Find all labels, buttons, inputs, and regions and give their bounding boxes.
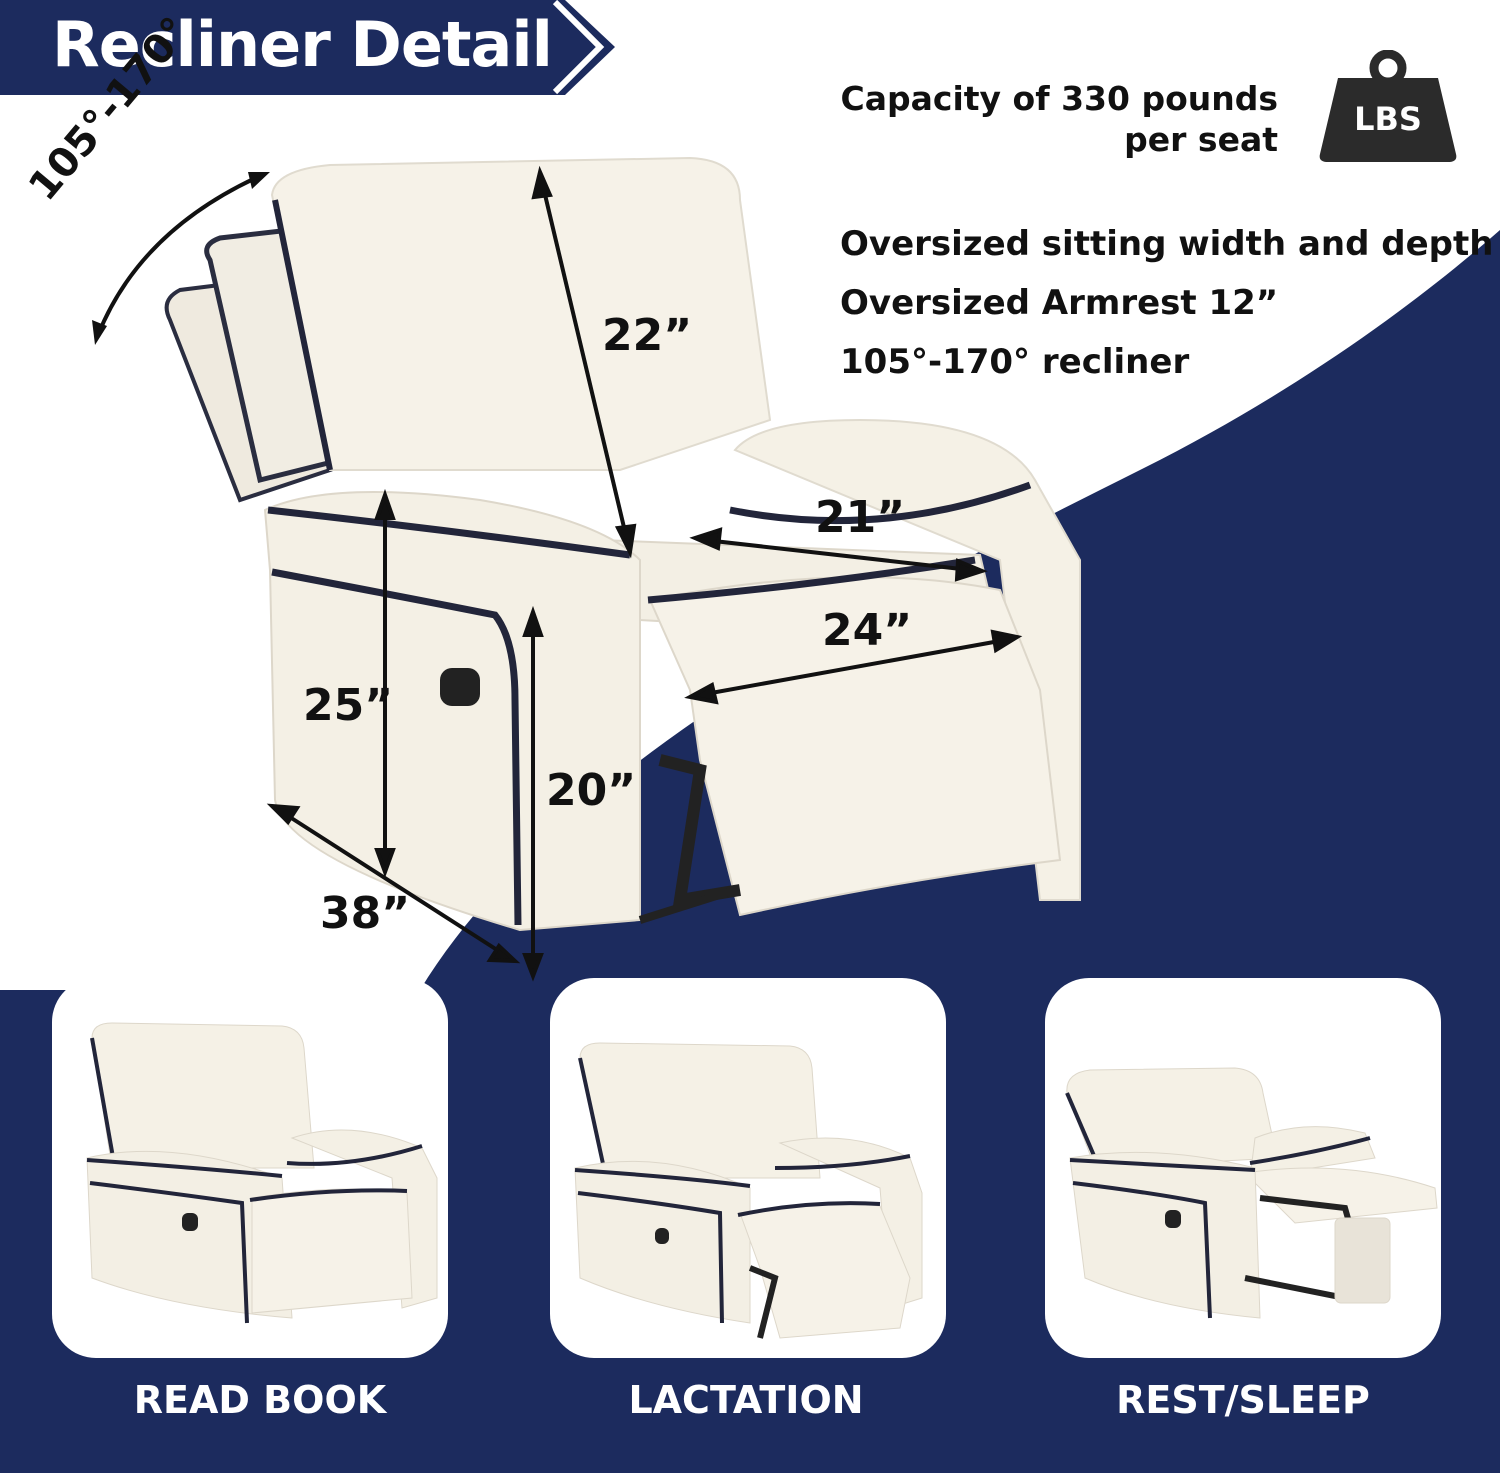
feature-item: 105°-170° recliner xyxy=(840,342,1190,382)
weight-icon-label: LBS xyxy=(1354,100,1422,138)
capacity-line-1: Capacity of 330 pounds xyxy=(840,79,1278,118)
recliner-main-image xyxy=(92,156,1081,982)
mode-caption: READ BOOK xyxy=(133,1378,387,1422)
feature-list: Oversized sitting width and depth Oversi… xyxy=(840,215,1493,392)
back-height-dimension: 22” xyxy=(602,310,693,361)
depth-dimension: 38” xyxy=(320,888,411,939)
mode-card-lactation xyxy=(550,978,946,1358)
title-banner xyxy=(0,0,615,95)
recliner-upright-image xyxy=(86,1022,438,1324)
weight-icon xyxy=(1319,50,1457,162)
mode-caption: LACTATION xyxy=(628,1378,864,1422)
recliner-reclined-image xyxy=(1065,1067,1438,1319)
seat-depth-dimension: 21” xyxy=(815,492,906,543)
feature-item: Oversized Armrest 12” xyxy=(840,283,1279,323)
overall-height-dimension: 25” xyxy=(303,680,394,731)
capacity-line-2: per seat xyxy=(1124,120,1278,159)
recliner-partial-image xyxy=(574,1042,923,1339)
mode-card-rest-sleep xyxy=(1045,978,1441,1358)
capacity-text: Capacity of 330 pounds per seat xyxy=(841,78,1278,160)
feature-item: Oversized sitting width and depth xyxy=(840,224,1494,264)
page-title: Recliner Detail xyxy=(52,8,553,81)
seat-height-dimension: 20” xyxy=(546,765,637,816)
mode-caption: REST/SLEEP xyxy=(1116,1378,1370,1422)
mode-card-read-book xyxy=(52,978,448,1358)
seat-width-dimension: 24” xyxy=(822,605,913,656)
